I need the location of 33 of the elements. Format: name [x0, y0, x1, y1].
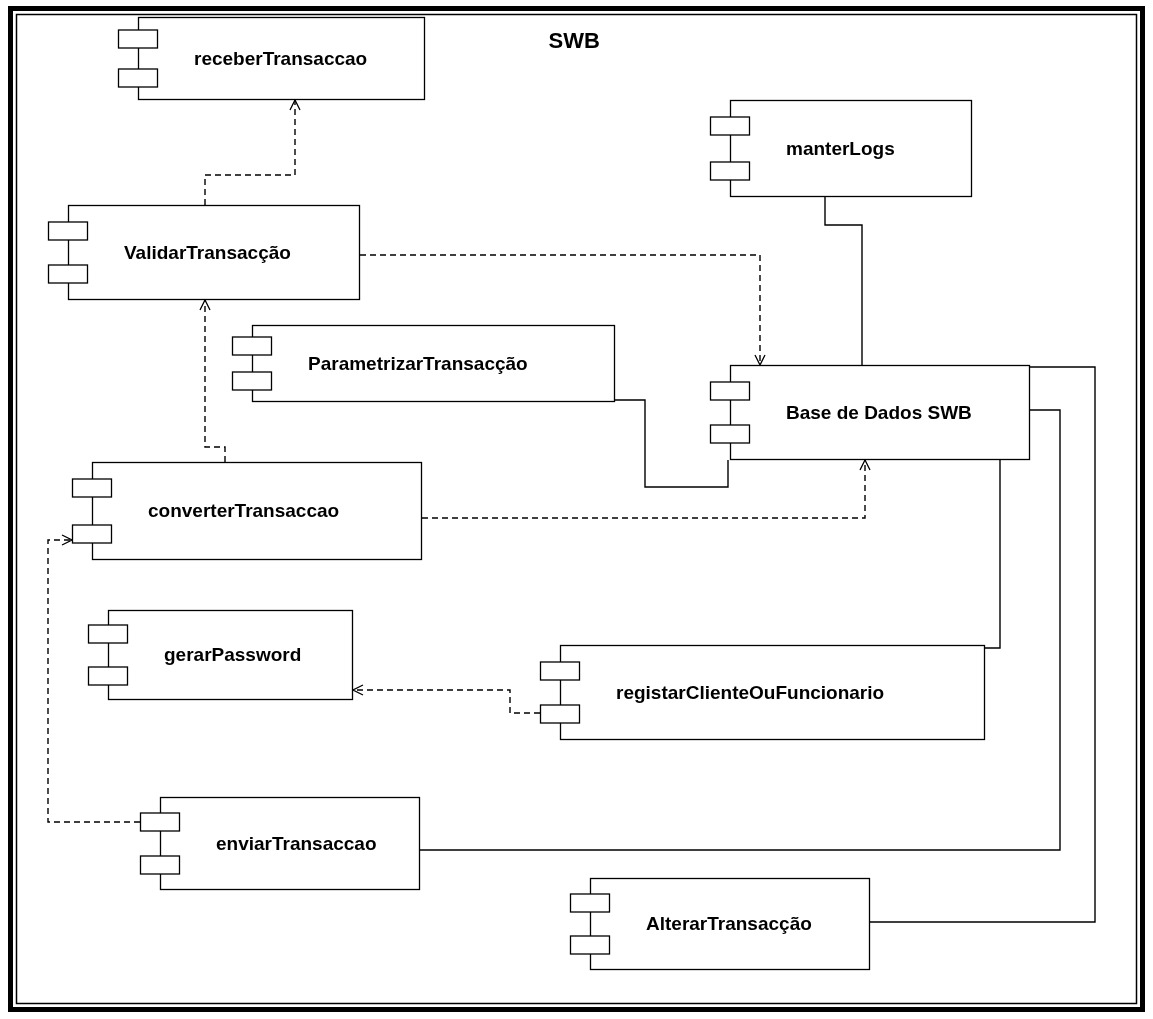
uml-component	[88, 610, 353, 700]
connector-line	[614, 399, 729, 488]
uml-component	[540, 645, 985, 740]
dependency-arrow	[359, 254, 766, 366]
component-name: converterTransaccao	[148, 500, 340, 522]
uml-component	[232, 325, 615, 402]
uml-component	[570, 878, 870, 970]
component-name: manterLogs	[786, 137, 895, 160]
system-frame	[8, 6, 1145, 1012]
connector-line	[419, 409, 1061, 851]
frame-title: SWB	[548, 28, 600, 54]
dependency-arrow	[47, 534, 141, 823]
uml-component	[48, 205, 360, 300]
component-name: ParametrizarTransacção	[308, 352, 528, 375]
uml-component	[710, 100, 972, 197]
component-name: ValidarTransacção	[124, 241, 291, 264]
connector-line	[824, 196, 863, 366]
component-name: AlterarTransacção	[646, 913, 812, 935]
connector-line	[984, 459, 1001, 649]
uml-component	[140, 797, 420, 890]
component-name: enviarTransaccao	[216, 832, 377, 855]
component-name: receberTransaccao	[194, 47, 368, 70]
component-name: Base de Dados SWB	[786, 401, 972, 424]
component-name: gerarPassword	[164, 644, 302, 666]
component-name: registarClienteOuFuncionario	[616, 681, 885, 704]
dependency-arrow	[204, 99, 301, 206]
uml-component	[710, 365, 1030, 460]
uml-component	[72, 462, 422, 560]
connector-line	[869, 366, 1096, 923]
dependency-arrow	[421, 459, 871, 519]
dependency-arrow	[352, 684, 541, 714]
dependency-arrow	[199, 299, 226, 463]
uml-component	[118, 17, 425, 100]
